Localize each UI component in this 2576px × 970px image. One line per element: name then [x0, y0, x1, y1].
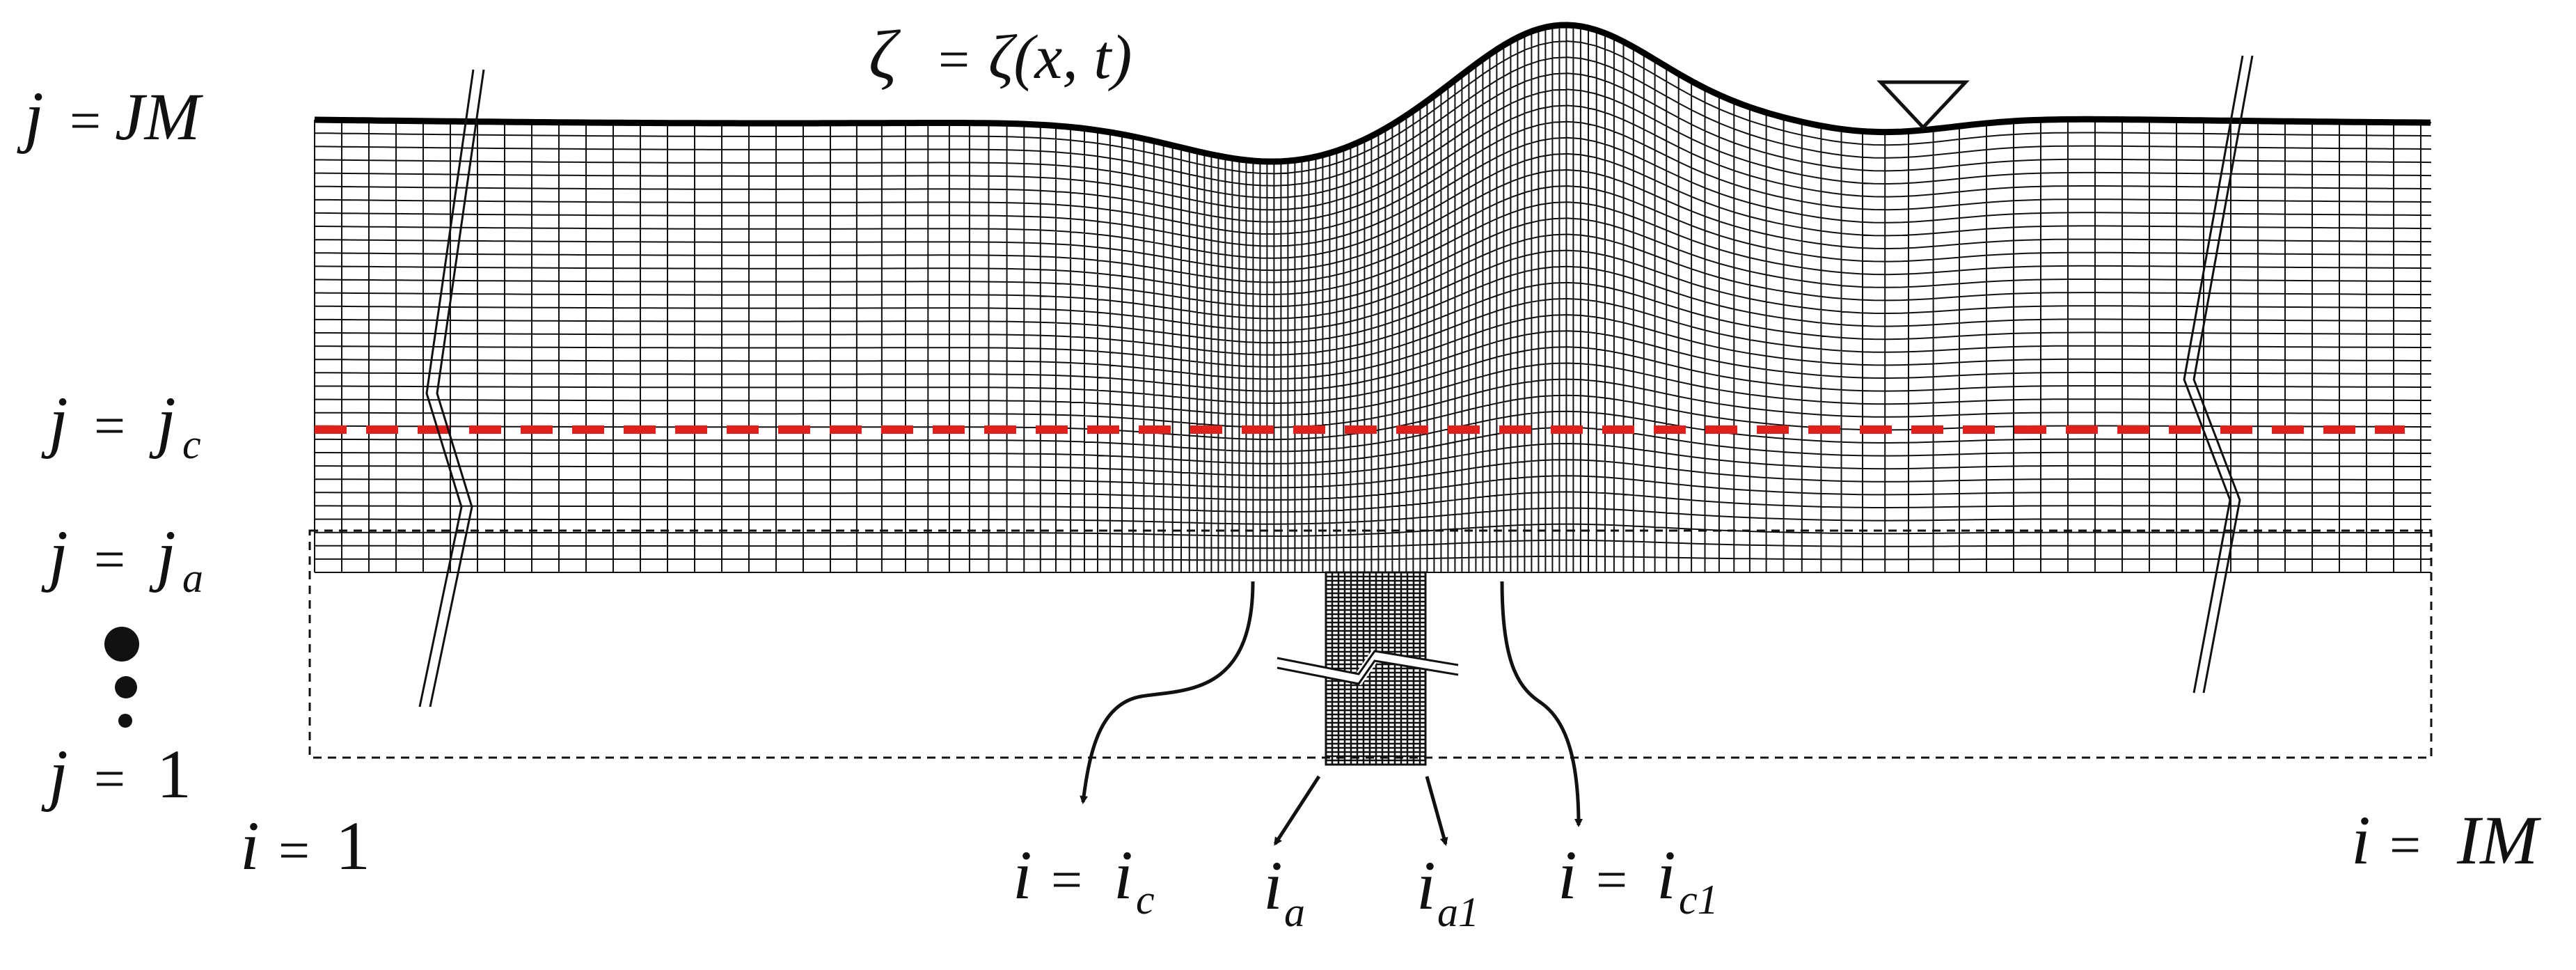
arrow-i-a: [1273, 775, 1321, 846]
surface-equation-label: ζ = ζ(x, t): [869, 16, 1132, 93]
i-ic-label: i = i c: [1013, 836, 1155, 923]
svg-text:=: =: [70, 91, 101, 152]
svg-text:a1: a1: [1437, 889, 1479, 935]
i-1-label: i = 1: [240, 807, 370, 884]
svg-text:JM: JM: [115, 79, 204, 154]
svg-text:=: =: [94, 396, 125, 457]
svg-text:=: =: [278, 820, 310, 882]
i-ia-label: i a: [1263, 847, 1305, 935]
svg-text:c: c: [182, 421, 201, 467]
svg-text:1: 1: [157, 735, 191, 813]
svg-text:i: i: [2351, 801, 2371, 879]
svg-text:i: i: [1013, 836, 1032, 914]
break-mark-icon: [418, 69, 485, 707]
svg-text:=: =: [2389, 815, 2421, 876]
break-mark-icon: [1276, 650, 1460, 685]
j-ja-label: j = j a: [41, 516, 203, 601]
svg-text:a: a: [182, 555, 203, 601]
svg-text:a: a: [1284, 889, 1305, 935]
j-1-label: j = 1: [41, 735, 191, 813]
i-ia1-label: i a1: [1416, 847, 1479, 935]
svg-text:=: =: [938, 29, 970, 91]
svg-text:1: 1: [335, 807, 370, 884]
svg-text:j: j: [149, 516, 176, 593]
free-surface-line: [314, 22, 2431, 165]
svg-text:=: =: [94, 749, 125, 810]
j-jc-label: j = j c: [41, 382, 201, 467]
svg-text:i: i: [1657, 836, 1676, 914]
svg-text:c: c: [1136, 877, 1155, 923]
svg-text:i: i: [1558, 836, 1577, 914]
svg-text:i: i: [240, 807, 260, 884]
svg-text:=: =: [94, 529, 125, 590]
i-im-label: i = IM: [2351, 801, 2541, 879]
svg-text:=: =: [1596, 850, 1627, 911]
svg-text:IM: IM: [2456, 801, 2541, 879]
i-ic1-label: i = i c1: [1558, 836, 1718, 923]
svg-text:=: =: [1051, 850, 1082, 911]
svg-text:j: j: [41, 516, 68, 593]
svg-text:i: i: [1263, 847, 1283, 924]
free-surface-triangle-icon: [1876, 80, 1970, 130]
svg-text:j: j: [41, 382, 68, 460]
j-jm-label: j = JM: [17, 77, 204, 155]
break-mark-icon: [2183, 55, 2254, 694]
zeta-symbol: ζ: [869, 16, 901, 93]
svg-text:j: j: [149, 382, 176, 460]
zeta-function: ζ(x, t): [988, 23, 1132, 92]
svg-text:j: j: [41, 735, 68, 813]
svg-text:j: j: [17, 77, 44, 155]
computational-grid: [314, 24, 2432, 573]
channel-grid: [1325, 571, 1427, 766]
svg-text:i: i: [1114, 836, 1133, 914]
svg-text:c1: c1: [1679, 877, 1718, 923]
channel-grid-lines: [1325, 571, 1425, 766]
grid-lines: [314, 24, 2432, 573]
svg-text:i: i: [1416, 847, 1436, 924]
ellipsis-dots-icon: [104, 627, 139, 728]
arrow-i-c: [1080, 581, 1255, 804]
arrow-i-a1: [1425, 776, 1448, 846]
arrow-i-c1: [1500, 581, 1583, 827]
